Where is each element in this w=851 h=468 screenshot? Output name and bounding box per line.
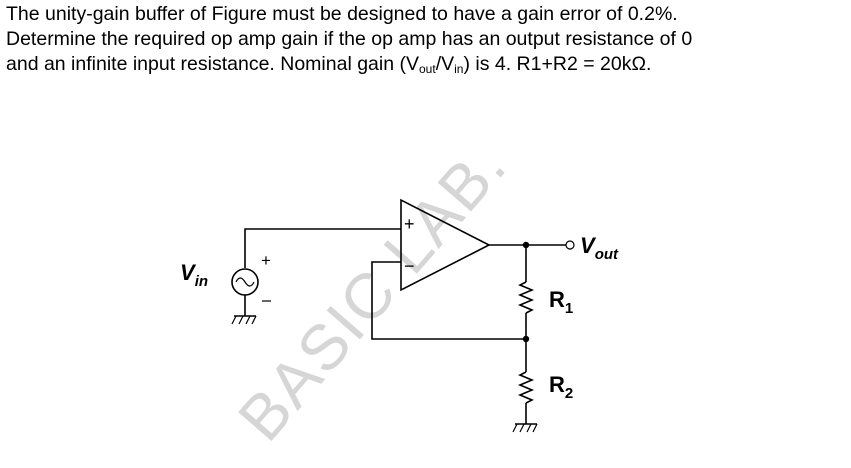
problem-line-3-part-a: and an infinite input resistance. Nomina… <box>6 53 419 75</box>
problem-line-3: and an infinite input resistance. Nomina… <box>6 52 851 77</box>
r1-label-sub: 1 <box>565 300 573 317</box>
vin-label-sub: in <box>195 273 208 290</box>
vin-source-sine <box>235 277 255 287</box>
ground-icon <box>512 423 538 433</box>
r2-label: R2 <box>549 372 573 402</box>
vout-label: Vout <box>580 233 619 263</box>
op-amp-plus-sign: + <box>404 214 415 234</box>
feedback-wire <box>371 261 526 340</box>
problem-line-1: The unity-gain buffer of Figure must be … <box>6 3 678 25</box>
problem-line-2: Determine the required op amp gain if th… <box>6 28 693 50</box>
r2-resistor <box>517 371 535 404</box>
problem-line-3-part-c: ) is 4. R1+R2 = 20kΩ. <box>463 53 652 75</box>
vin-plus-sign: + <box>261 251 271 270</box>
vin-label: Vin <box>180 260 208 290</box>
op-amp-minus-sign: − <box>404 256 415 276</box>
problem-line-3-part-b: /V <box>435 53 455 75</box>
input-wire <box>244 228 401 268</box>
r1-resistor <box>517 281 535 314</box>
r1-label: R1 <box>549 287 573 317</box>
problem-line-3-sub-out: out <box>419 62 436 76</box>
problem-line-3-sub-in: in <box>454 62 464 76</box>
vout-label-sub: out <box>595 246 619 263</box>
op-amp <box>400 198 491 292</box>
problem-statement: The unity-gain buffer of Figure must be … <box>6 2 851 77</box>
ground-icon <box>231 315 257 325</box>
r2-label-sub: 2 <box>565 385 573 402</box>
vout-terminal <box>565 240 575 250</box>
